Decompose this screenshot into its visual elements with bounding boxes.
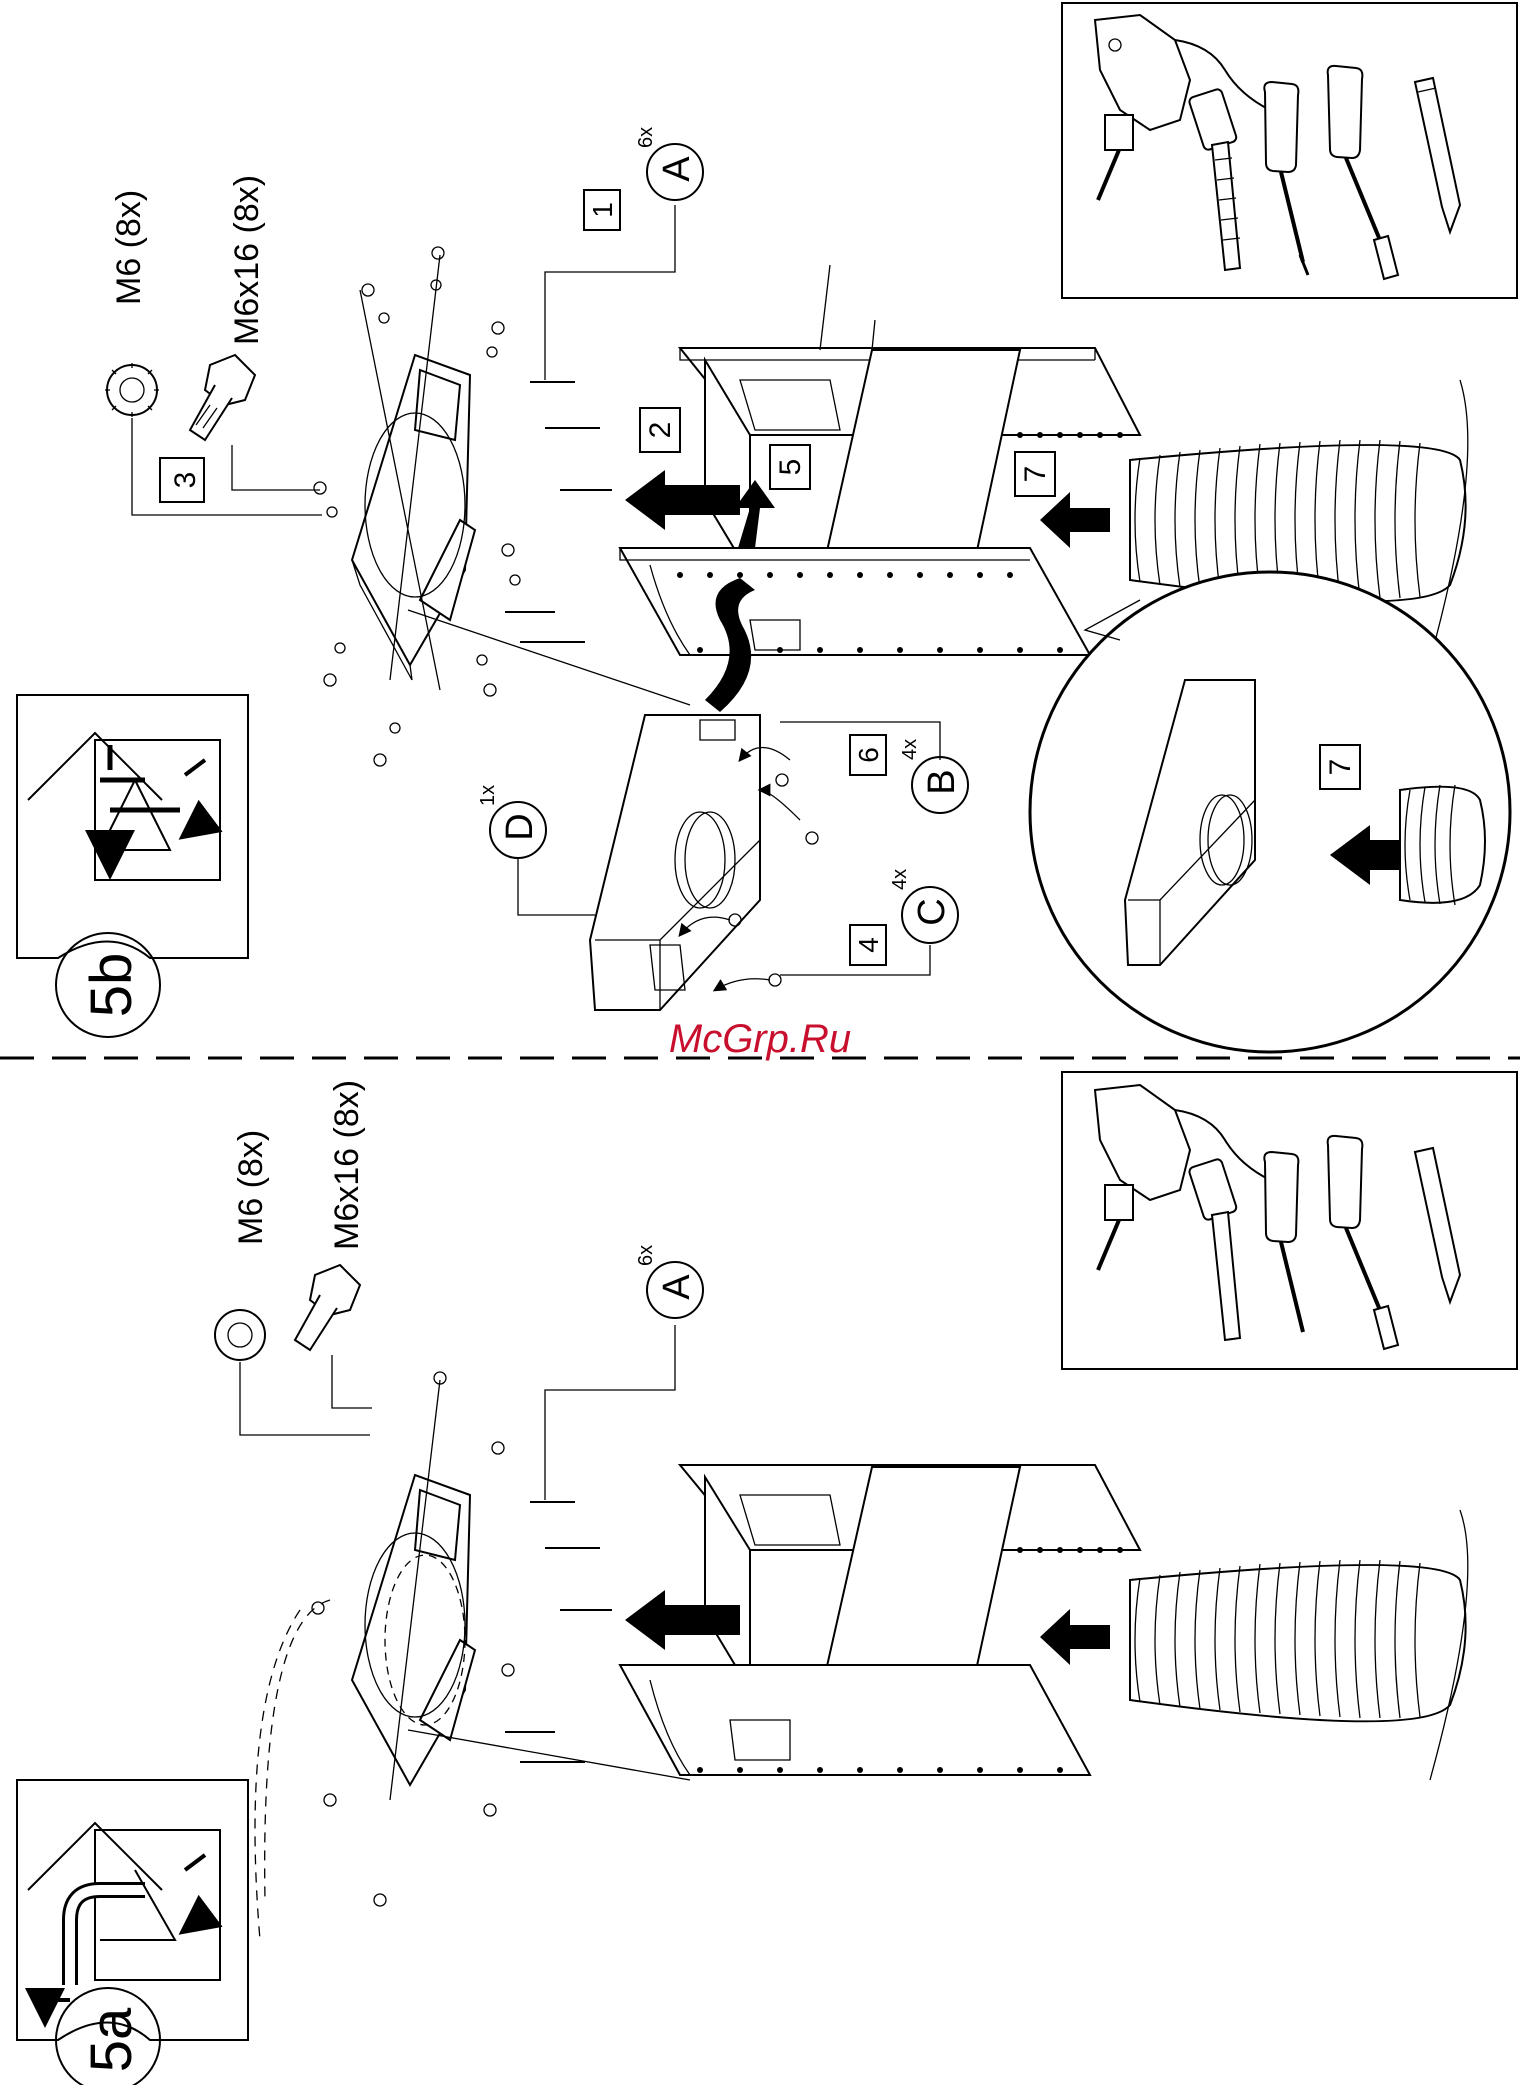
panel-id-5a: 5a [79, 2007, 144, 2072]
bolt-label-top: M6x16 (8x) [228, 175, 266, 345]
panel-5b: 5b M6 (8x) M6x16 (8x) 3 [17, 3, 1517, 1052]
hood-icon-box-5a: 5a [17, 1780, 248, 2085]
svg-text:5: 5 [774, 459, 807, 476]
svg-text:A: A [656, 156, 698, 182]
nut-driver-icon [1328, 66, 1398, 279]
washer-callout-top: M6 (8x) [105, 190, 159, 417]
bolt-label-bottom: M6x16 (8x) [328, 1080, 366, 1250]
tools-box-bottom [1062, 1072, 1517, 1369]
svg-text:3: 3 [169, 472, 202, 489]
mounting-plate-bottom [255, 1325, 690, 1940]
bolt-callout-top: M6x16 (8x) [190, 175, 266, 440]
step-2: 2 [640, 408, 680, 452]
pencil-icon [1415, 78, 1460, 232]
svg-text:4x: 4x [899, 739, 921, 760]
washer-label-bottom: M6 (8x) [232, 1130, 270, 1245]
part-A-callout-top: A 6x [635, 127, 703, 200]
svg-text:7: 7 [1019, 466, 1052, 483]
step-7: 7 [1015, 452, 1055, 496]
bolt-callout-bottom: M6x16 (8x) [295, 1080, 372, 1408]
nut-driver-icon [1328, 1136, 1398, 1349]
step-5: 5 [770, 445, 810, 489]
phillips-screwdriver-icon [1264, 1152, 1303, 1332]
utility-knife-icon [1188, 1158, 1240, 1340]
pencil-icon [1415, 1148, 1460, 1302]
svg-text:6: 6 [853, 747, 884, 763]
svg-text:4: 4 [853, 937, 884, 953]
svg-text:4x: 4x [889, 869, 911, 890]
arrow-step-7 [1040, 492, 1110, 548]
part-C-callout: C 4x [889, 869, 958, 943]
panel-5a: 5a M6 (8x) M6x16 (8x) [17, 1072, 1517, 2085]
step-3: 3 [132, 418, 322, 515]
svg-text:B: B [921, 769, 963, 794]
drill-icon [1095, 1085, 1270, 1270]
svg-text:2: 2 [644, 422, 677, 439]
panel-id-5b: 5b [79, 953, 144, 1018]
part-D-callout: D 1x [477, 785, 595, 915]
watermark: McGrp.Ru [669, 1017, 851, 1061]
utility-knife-icon [1188, 88, 1240, 270]
duct-segment-top [620, 265, 1140, 655]
hood-icon-box-5b: 5b [17, 695, 248, 1037]
hood-adapter-top [590, 715, 818, 1010]
flex-hose-bottom [1130, 1510, 1468, 1780]
svg-text:1x: 1x [477, 785, 499, 806]
svg-text:D: D [499, 813, 541, 840]
part-A-callout-bottom: A 6x [635, 1245, 703, 1318]
drill-icon [1095, 15, 1270, 200]
mounting-plate-top [314, 247, 690, 766]
tools-box-top [1062, 3, 1517, 298]
phillips-screwdriver-icon [1264, 82, 1308, 275]
part-B-callout: B 4x [899, 739, 968, 813]
svg-text:7: 7 [1324, 759, 1357, 776]
detail-view-circle: 7 [1030, 572, 1510, 1052]
washer-label-top: M6 (8x) [110, 190, 148, 305]
svg-text:6x: 6x [635, 1245, 657, 1266]
arrow-hose-bottom [1040, 1609, 1110, 1665]
svg-text:1: 1 [587, 202, 618, 218]
exhaust-hood-icon [28, 733, 220, 880]
svg-text:C: C [911, 898, 953, 925]
step-1: 1 [545, 190, 675, 380]
svg-text:A: A [656, 1274, 698, 1300]
svg-text:6x: 6x [635, 127, 657, 148]
